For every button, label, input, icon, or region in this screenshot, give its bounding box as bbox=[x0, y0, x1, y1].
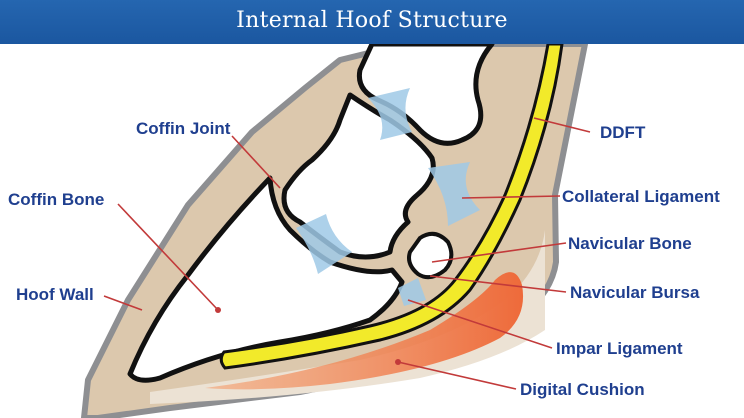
label-navicular-bone: Navicular Bone bbox=[568, 234, 692, 253]
diagram-title: Internal Hoof Structure bbox=[0, 8, 744, 33]
dot-coffin-bone bbox=[215, 307, 221, 313]
label-digital-cushion: Digital Cushion bbox=[520, 380, 645, 399]
label-impar-ligament: Impar Ligament bbox=[556, 339, 683, 358]
title-bar: Internal Hoof Structure bbox=[0, 0, 744, 44]
label-ddft: DDFT bbox=[600, 123, 646, 142]
label-navicular-bursa: Navicular Bursa bbox=[570, 283, 700, 302]
dot-digital-cushion bbox=[395, 359, 401, 365]
label-coffin-joint: Coffin Joint bbox=[136, 119, 231, 138]
hoof-diagram: Coffin Joint Coffin Bone Hoof Wall DDFT … bbox=[0, 44, 744, 418]
label-collateral-ligament: Collateral Ligament bbox=[562, 187, 720, 206]
label-hoof-wall: Hoof Wall bbox=[16, 285, 94, 304]
label-coffin-bone: Coffin Bone bbox=[8, 190, 104, 209]
